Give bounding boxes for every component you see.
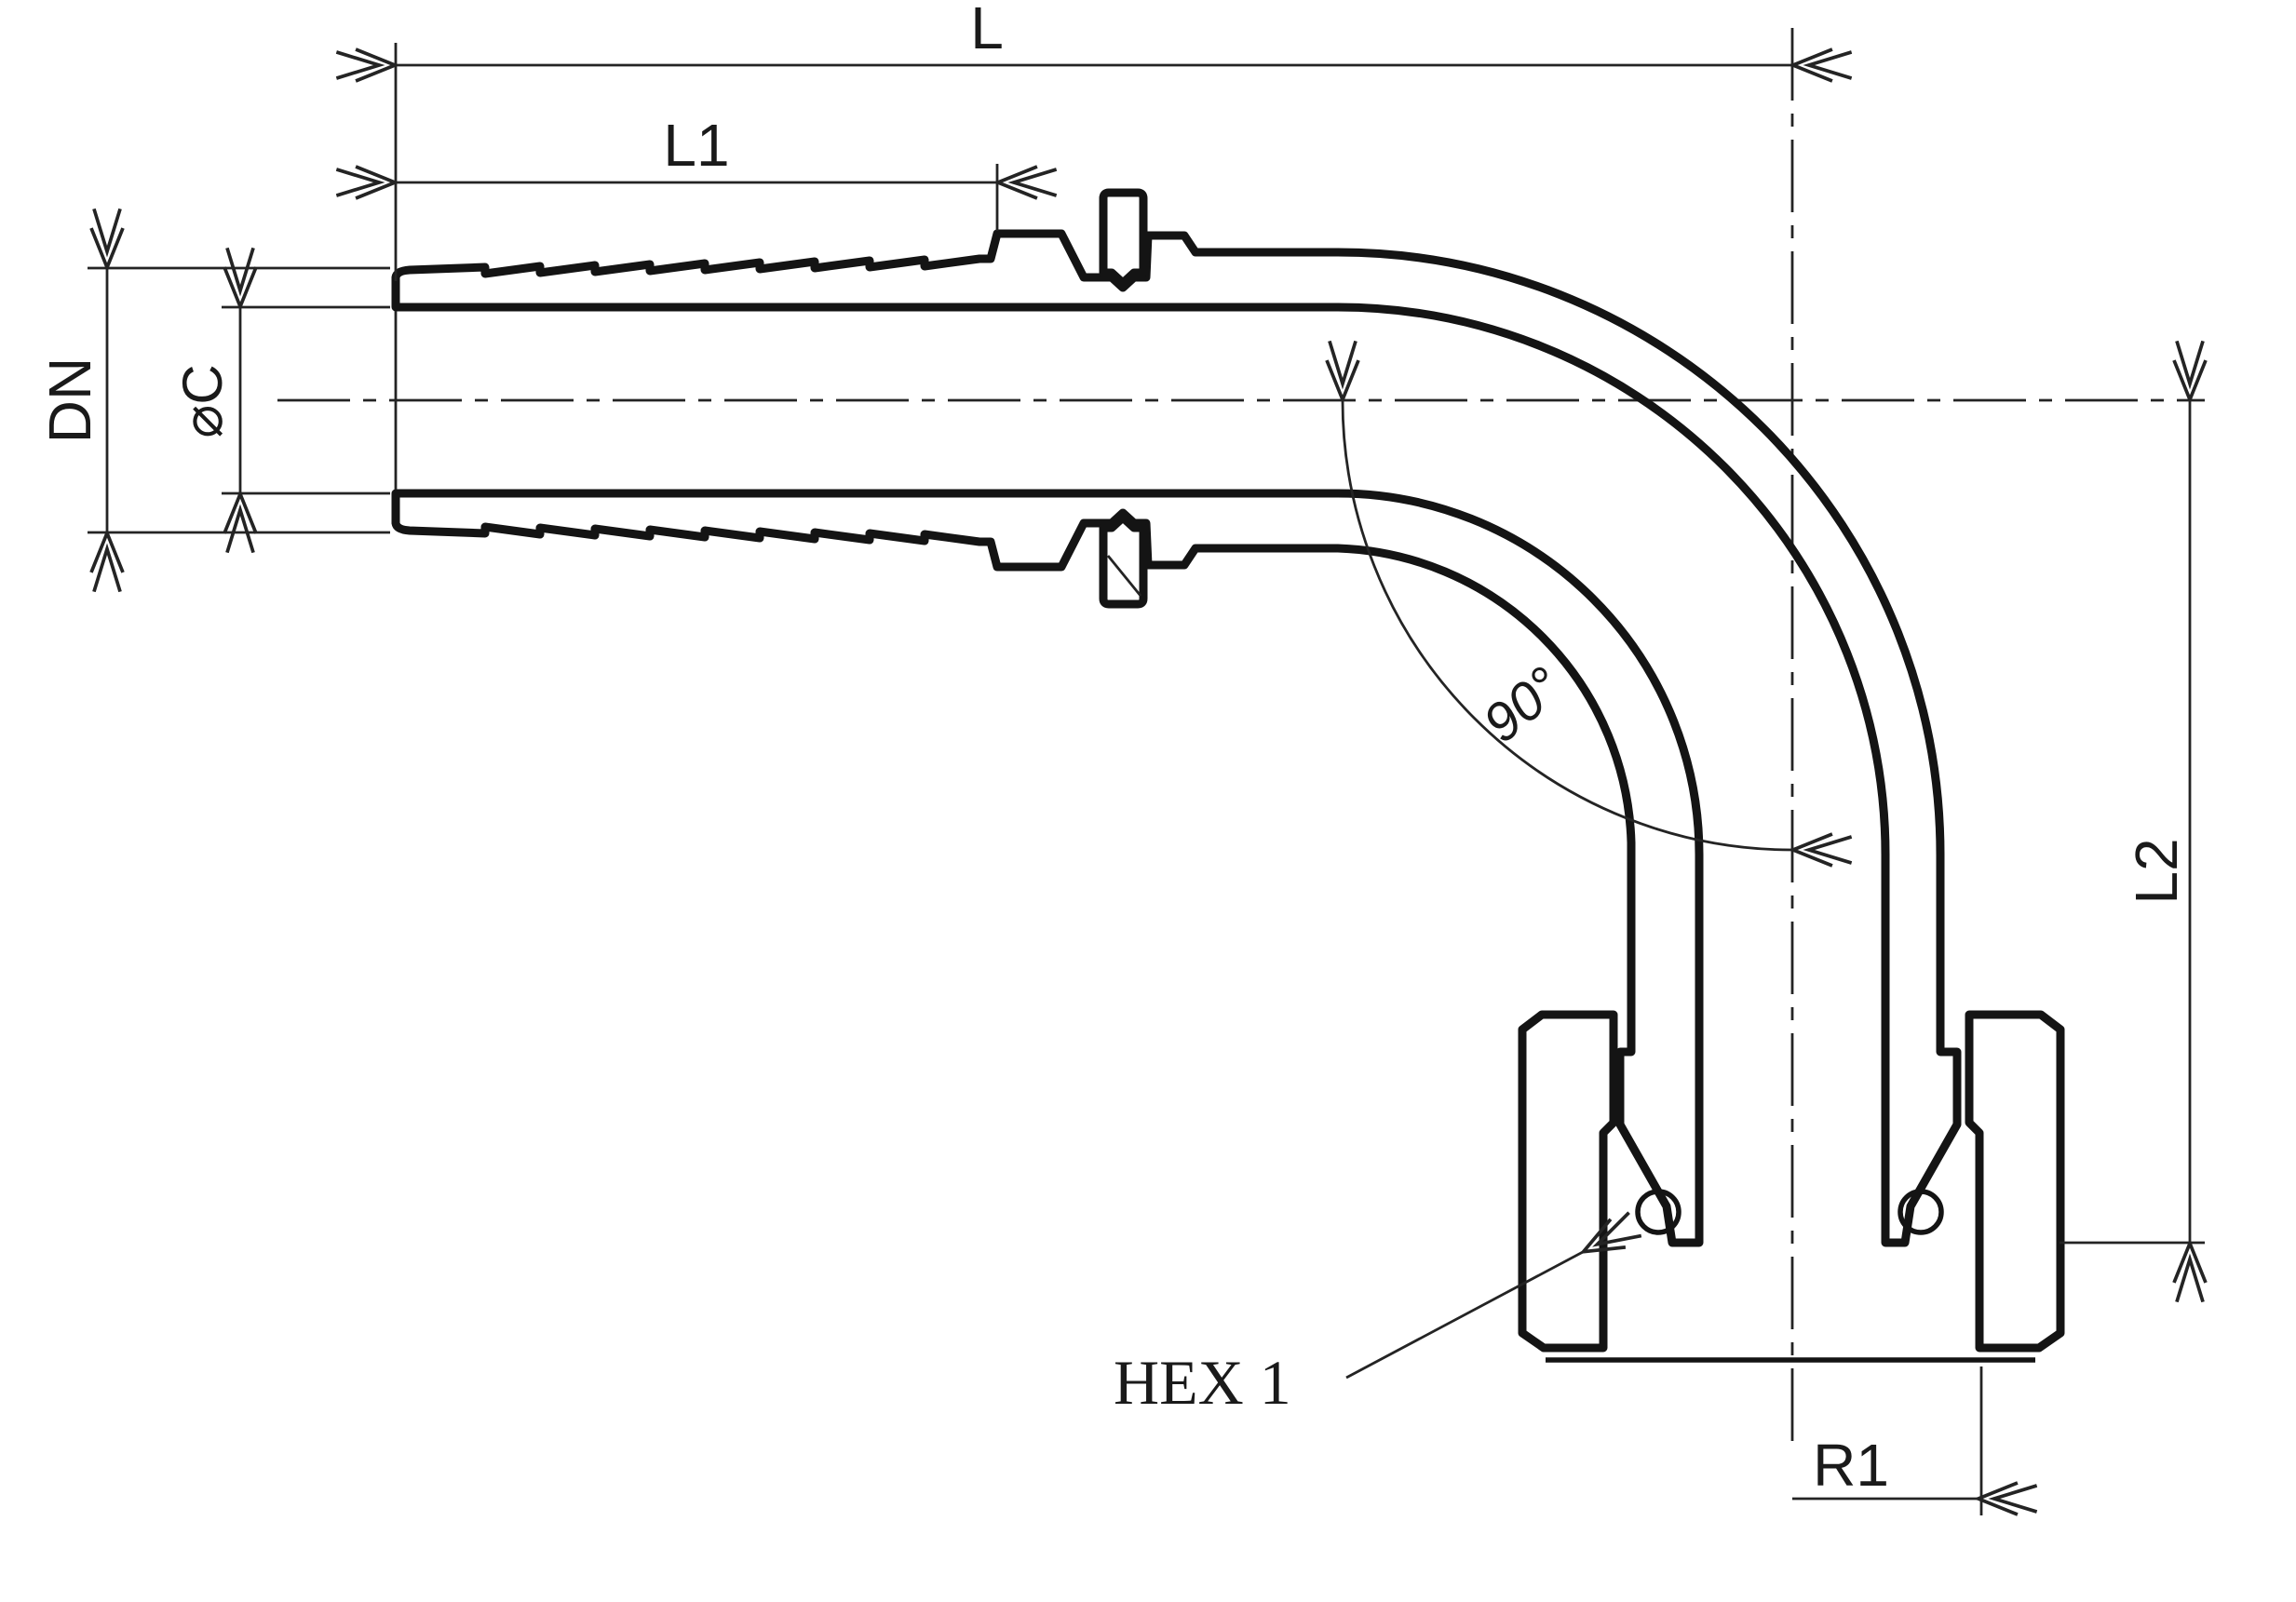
o-ring-right — [1898, 1189, 1944, 1235]
dimension-drop-length: L2 — [2060, 340, 2208, 1303]
fitting-body-section — [391, 188, 1962, 1247]
dimension-nominal-diameter: DN — [36, 208, 390, 593]
wall-band-inner — [391, 489, 1704, 1247]
crimp-tab-bottom — [1099, 513, 1148, 609]
nut-section — [1518, 1010, 2065, 1363]
angle-arc — [1325, 340, 1853, 868]
dimension-overall-length: L — [335, 0, 1853, 281]
label-R1: R1 — [1813, 1432, 1889, 1499]
leader-line-hex — [1345, 1211, 1642, 1380]
label-L: L — [970, 0, 1004, 61]
label-DN: DN — [36, 357, 103, 443]
label-L1: L1 — [663, 112, 729, 179]
label-90deg: 90° — [1472, 655, 1573, 754]
dimension-thread-radius: R1 — [1792, 1366, 2038, 1516]
label-C: ⌀C — [171, 364, 234, 438]
nut-left-block — [1518, 1010, 1618, 1353]
nut-right-block — [1965, 1010, 2065, 1353]
wall-band-outer — [391, 229, 1962, 1247]
dimension-barb-length: L1 — [335, 112, 1058, 231]
crimp-tab-hatch-line — [1106, 555, 1142, 597]
callout-hex: HEX 1 — [1114, 1211, 1642, 1418]
label-L2: L2 — [2123, 838, 2190, 904]
crimp-tab-top — [1099, 188, 1148, 288]
dimension-bore-diameter: ⌀C — [171, 247, 390, 554]
label-hex1: HEX 1 — [1114, 1347, 1291, 1418]
